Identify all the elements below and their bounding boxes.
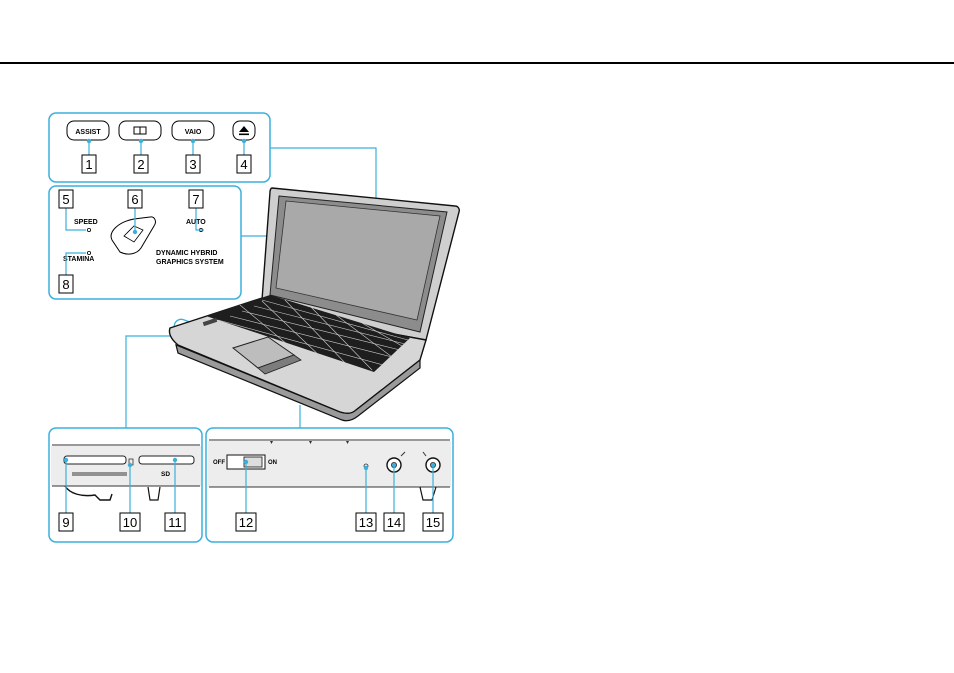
callout-15-label: 15 — [426, 515, 440, 530]
off-label: OFF — [213, 460, 225, 466]
dhgs-label-line2: GRAPHICS SYSTEM — [156, 259, 224, 266]
front-left-panel — [51, 446, 201, 486]
stamina-indicator — [87, 251, 90, 254]
speed-label: SPEED — [74, 219, 98, 226]
callout-1-label: 1 — [85, 157, 92, 172]
callout-9-label: 9 — [62, 515, 69, 530]
callout-13: 13 — [356, 513, 376, 531]
buttons-leader-lines — [87, 139, 245, 155]
callout-9: 9 — [59, 513, 73, 531]
dhgs-label-line1: DYNAMIC HYBRID — [156, 250, 217, 257]
callout-2: 2 — [134, 155, 148, 173]
callout-5-label: 5 — [62, 192, 69, 207]
vaio-button-label: VAIO — [185, 129, 202, 136]
callout-8: 8 — [59, 275, 73, 293]
callout-1: 1 — [82, 155, 96, 173]
speed-indicator — [87, 228, 90, 231]
on-label: ON — [268, 460, 277, 466]
callout-7: 7 — [189, 190, 203, 208]
callout-14-label: 14 — [387, 515, 401, 530]
callout-12-label: 12 — [239, 515, 253, 530]
stamina-label: STAMINA — [63, 256, 94, 263]
callout-8-label: 8 — [62, 277, 69, 292]
callout-3: 3 — [186, 155, 200, 173]
sd-card-slot — [139, 456, 194, 464]
callout-10: 10 — [120, 513, 140, 531]
laptop-illustration — [169, 188, 459, 421]
callout-5: 5 — [59, 190, 73, 208]
callout-11-label: 11 — [168, 515, 182, 530]
callout-6-label: 6 — [131, 192, 138, 207]
callout-10-label: 10 — [123, 515, 137, 530]
callout-2-label: 2 — [137, 157, 144, 172]
callout-6: 6 — [128, 190, 142, 208]
callout-4-label: 4 — [240, 157, 247, 172]
callout-15: 15 — [423, 513, 443, 531]
memory-stick-slot — [64, 456, 126, 464]
callout-12: 12 — [236, 513, 256, 531]
callout-11: 11 — [165, 513, 185, 531]
sd-label: SD — [161, 471, 170, 478]
callout-13-label: 13 — [359, 515, 373, 530]
callout-14: 14 — [384, 513, 404, 531]
callout-3-label: 3 — [189, 157, 196, 172]
front-left-foot — [65, 486, 112, 500]
memory-stick-logo — [72, 472, 127, 476]
assist-button-label: ASSIST — [75, 129, 101, 136]
callout-7-label: 7 — [192, 192, 199, 207]
callout-4: 4 — [237, 155, 251, 173]
front-left-foot-2 — [148, 487, 160, 500]
mode-callout-box — [49, 186, 241, 299]
